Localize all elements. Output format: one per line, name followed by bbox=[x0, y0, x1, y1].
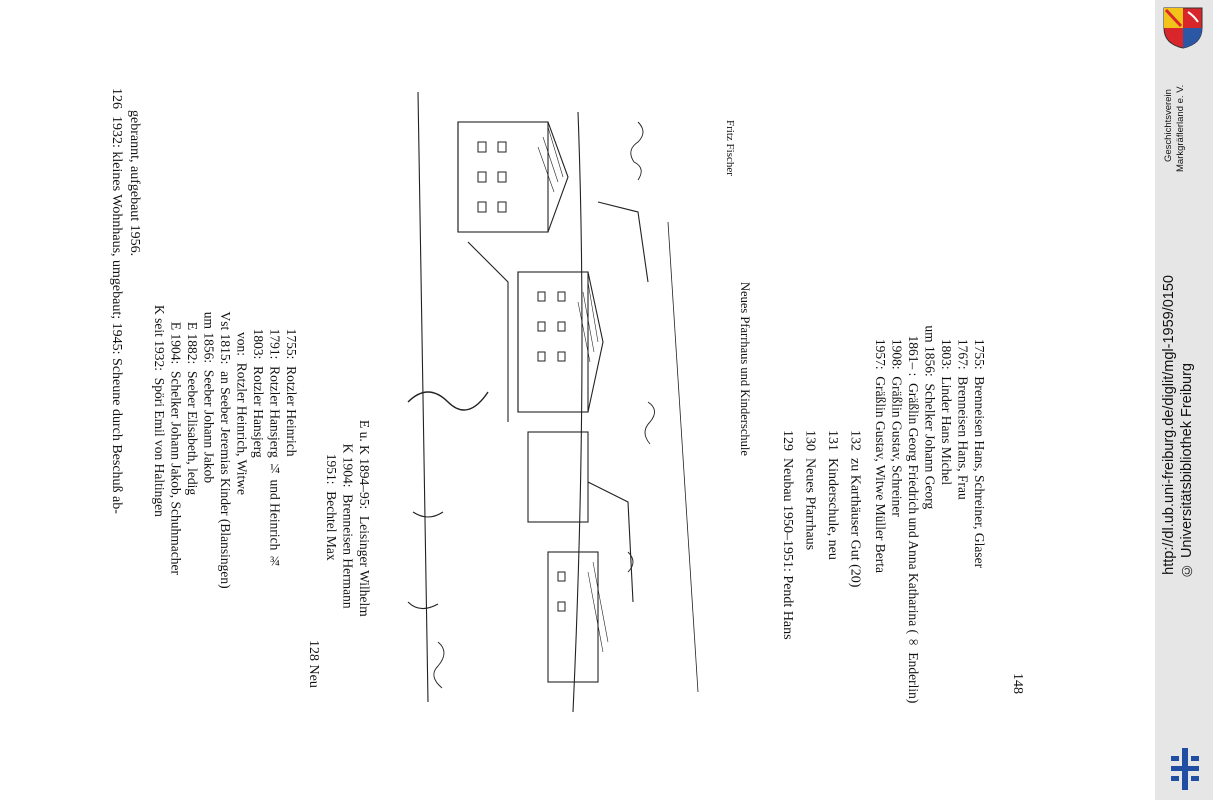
page-number-text: 148 bbox=[1010, 673, 1025, 694]
entry-126-line2: gebrannt, aufgebaut 1956. bbox=[127, 110, 142, 257]
entry-line: 129 Neubau 1950–1951: Pendt Hans bbox=[780, 430, 795, 640]
document-url-link[interactable]: http://dl.ub.uni-freiburg.de/diglit/mgl-… bbox=[1161, 275, 1177, 575]
entry-126-text: 126 1932: kleines Wohnhaus, umgebaut; 19… bbox=[108, 88, 124, 698]
society-name-line2: Markgräflerland e. V. bbox=[1175, 84, 1186, 172]
entry-line: 131 Kinderschule, neu bbox=[825, 430, 840, 560]
sketch-artist: Fritz Fischer bbox=[722, 120, 737, 200]
sketch-artist-text: Fritz Fischer bbox=[724, 120, 736, 176]
entry-128-title: 128 Neu bbox=[306, 640, 321, 688]
owner-line-126: Vst 1815: an Seeber Jeremias Kinder (Bla… bbox=[218, 305, 233, 589]
ub-freiburg-logo-icon bbox=[1171, 748, 1199, 790]
entry-128-heading: 128 Neu bbox=[306, 640, 321, 700]
owner-line-132: 1957: Gräßlin Gustav, Witwe Müller Berta bbox=[873, 322, 888, 574]
owner-line-126: K seit 1932: Spöri Emil von Haltingen bbox=[152, 305, 167, 517]
entry-126-text-cont: gebrannt, aufgebaut 1956. bbox=[126, 110, 142, 690]
library-copyright: © Universitätsbibliothek Freiburg bbox=[1179, 362, 1195, 578]
sketch-caption-text: Neues Pfarrhaus und Kinderschule bbox=[738, 282, 752, 456]
entry-line: 130 Neues Pfarrhaus bbox=[802, 430, 818, 551]
document-page: 126 1932: kleines Wohnhaus, umgebaut; 19… bbox=[108, 88, 1025, 713]
owner-line-126: von: Rotzler Heinrich, Witwe bbox=[234, 305, 250, 496]
entry-126-number: 126 bbox=[109, 88, 124, 109]
viewer-sidebar: Geschichtsverein Markgräflerland e. V. h… bbox=[1155, 0, 1213, 800]
sketch-caption: Neues Pfarrhaus und Kinderschule bbox=[737, 282, 752, 512]
owner-line-132: um 1856: Schelker Johann Georg bbox=[922, 322, 938, 510]
owner-line-126: 1803: Rotzler Hansjerg bbox=[251, 305, 266, 458]
coat-of-arms-icon bbox=[1163, 7, 1203, 49]
owner-line-126: E 1882: Seeber Elisabeth, ledig bbox=[185, 305, 200, 496]
owner-line-126: um 1856: Seeber Johann Jakob bbox=[201, 305, 217, 484]
owner-line-126: 1791: Rotzler Hansjerg ¼ und Heinrich ¾ bbox=[267, 305, 283, 569]
owner-line-132: 1861– : Gräßlin Georg Friedrich und Anna… bbox=[906, 322, 921, 704]
entry-126-line1: 1932: kleines Wohnhaus, umgebaut; 1945: … bbox=[109, 116, 124, 514]
society-name-line1: Geschichtsverein bbox=[1163, 89, 1174, 162]
owner-line-132: 1755: Brenneisen Hans, Schreiner, Glaser bbox=[972, 322, 987, 569]
owner-line-132: 1803: Linder Hans Michel bbox=[939, 322, 954, 486]
pencil-sketch-illustration bbox=[407, 91, 699, 713]
owner-line-132: 1908: Gräßlin Gustav, Schreiner bbox=[889, 322, 905, 517]
owner-line-126: 1755: Rotzler Heinrich bbox=[284, 305, 299, 457]
owner-line-128: 1951: Bechtel Max bbox=[324, 420, 339, 561]
owner-line-132: 1767: Brenneisen Hans, Frau bbox=[955, 322, 971, 500]
owner-line-128: K 1904: Brenneisen Hermann bbox=[340, 420, 356, 609]
entry-line: 132 zu Karthäuser Gut (20) bbox=[847, 430, 863, 588]
owner-line-126: E 1904: Schelker Johann Jakob, Schuhmach… bbox=[168, 305, 184, 575]
page-number: 148 bbox=[1010, 673, 1025, 703]
owner-line-128: E u. K 1894–95: Leisinger Wilhelm bbox=[357, 420, 372, 617]
